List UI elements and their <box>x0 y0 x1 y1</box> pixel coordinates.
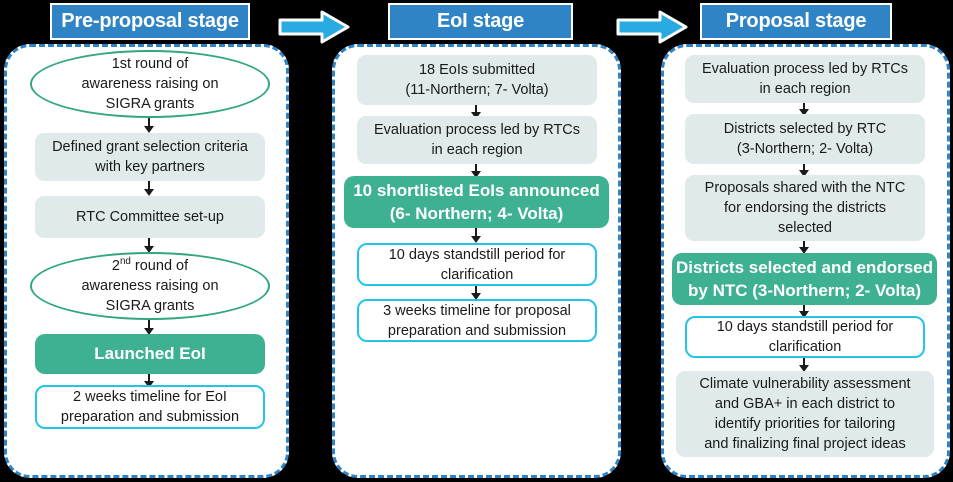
node-proposals-shared-with-ntc: Proposals shared with the NTC for endors… <box>685 175 925 241</box>
node-line: awareness raising on <box>81 278 219 294</box>
stage-header-eoi: EoI stage <box>388 3 573 40</box>
node-line: Districts selected and endorsed <box>676 257 933 277</box>
node-line: clarification <box>440 266 514 283</box>
node-launched-eoi: Launched EoI <box>35 334 265 374</box>
node-line: Climate vulnerability assessment <box>699 376 911 392</box>
node-defined-grant-selection-criteria: Defined grant selection criteria with ke… <box>35 133 265 181</box>
node-line: and finalizing final project ideas <box>704 436 906 452</box>
connector-arrow-icon <box>471 105 482 119</box>
node-line: 10 days standstill period for <box>716 319 894 335</box>
node-line: 2nd round of <box>111 256 189 274</box>
node-ten-days-standstill-proposal: 10 days standstill period for clarificat… <box>685 316 925 358</box>
node-line: and GBA+ in each district to <box>714 396 896 412</box>
connector-arrow-icon <box>144 238 155 253</box>
node-evaluation-process-rtcs-proposal: Evaluation process led by RTCs in each r… <box>685 55 925 103</box>
connector-arrow-icon <box>471 228 482 243</box>
stage-header-proposal: Proposal stage <box>700 3 892 40</box>
node-second-round-awareness: 2nd round of awareness raising on SIGRA … <box>30 252 270 320</box>
connector-arrow-icon <box>799 241 810 254</box>
node-line: (3-Northern; 2- Volta) <box>736 141 874 157</box>
node-line: 2 weeks timeline for EoI <box>73 389 227 405</box>
node-line: in each region <box>759 81 851 97</box>
stage-header-pre-proposal: Pre-proposal stage <box>50 3 250 40</box>
node-line: preparation and submission <box>60 409 240 425</box>
node-climate-vulnerability-assessment: Climate vulnerability assessment and GBA… <box>676 371 934 457</box>
node-line: preparation and submission <box>387 322 567 339</box>
connector-arrow-icon <box>144 118 155 133</box>
connector-arrow-icon <box>799 358 810 372</box>
node-line: Districts selected by RTC <box>723 121 887 137</box>
node-line: by NTC (3-Northern; 2- Volta) <box>688 281 921 300</box>
node-line: Launched EoI <box>94 344 206 364</box>
node-line: 10 days standstill period for <box>388 246 566 263</box>
arrow-pre-proposal-to-eoi-icon <box>278 9 350 45</box>
node-line: (6- Northern; 4- Volta) <box>389 204 564 223</box>
node-line: Defined grant selection criteria <box>52 139 248 155</box>
connector-arrow-icon <box>144 320 155 335</box>
node-line: 18 EoIs submitted <box>418 62 536 78</box>
node-line: RTC Committee set-up <box>76 209 224 225</box>
node-evaluation-process-rtcs: Evaluation process led by RTCs in each r… <box>357 116 597 164</box>
node-eois-submitted: 18 EoIs submitted (11-Northern; 7- Volta… <box>357 55 597 105</box>
node-line: awareness raising on <box>81 76 219 92</box>
node-two-weeks-timeline-eoi: 2 weeks timeline for EoI preparation and… <box>35 385 265 429</box>
node-line: for endorsing the districts <box>724 200 886 216</box>
connector-arrow-icon <box>144 181 155 196</box>
node-ten-days-standstill-eoi: 10 days standstill period for clarificat… <box>357 243 597 286</box>
arrow-eoi-to-proposal-icon <box>616 9 688 45</box>
node-three-weeks-timeline-proposal: 3 weeks timeline for proposal preparatio… <box>357 299 597 342</box>
node-line: in each region <box>431 142 523 158</box>
node-line: SIGRA grants <box>105 96 195 112</box>
node-shortlisted-eois-announced: 10 shortlisted EoIs announced (6- Northe… <box>344 176 609 228</box>
node-line: 10 shortlisted EoIs announced <box>353 180 600 200</box>
node-districts-selected-endorsed-ntc: Districts selected and endorsed by NTC (… <box>672 253 937 305</box>
node-line: with key partners <box>95 159 205 175</box>
node-line: identify priorities for tailoring <box>714 416 896 432</box>
node-line: 3 weeks timeline for proposal <box>383 302 571 319</box>
node-line: (11-Northern; 7- Volta) <box>405 82 549 98</box>
connector-arrow-icon <box>471 286 482 300</box>
connector-arrow-icon <box>799 103 810 116</box>
connector-arrow-icon <box>471 164 482 178</box>
connector-arrow-icon <box>144 374 155 388</box>
node-line: Proposals shared with the NTC <box>704 180 906 196</box>
node-line: 1st round of <box>111 56 189 72</box>
node-line: Evaluation process led by RTCs <box>373 122 581 138</box>
node-districts-selected-by-rtc: Districts selected by RTC (3-Northern; 2… <box>685 114 925 164</box>
node-line: clarification <box>768 339 842 355</box>
node-line: Evaluation process led by RTCs <box>701 61 909 77</box>
connector-arrow-icon <box>799 164 810 177</box>
node-line: SIGRA grants <box>105 298 195 314</box>
connector-arrow-icon <box>799 305 810 318</box>
node-first-round-awareness: 1st round of awareness raising on SIGRA … <box>30 50 270 118</box>
node-rtc-committee-set-up: RTC Committee set-up <box>35 196 265 238</box>
node-line: selected <box>777 220 832 236</box>
